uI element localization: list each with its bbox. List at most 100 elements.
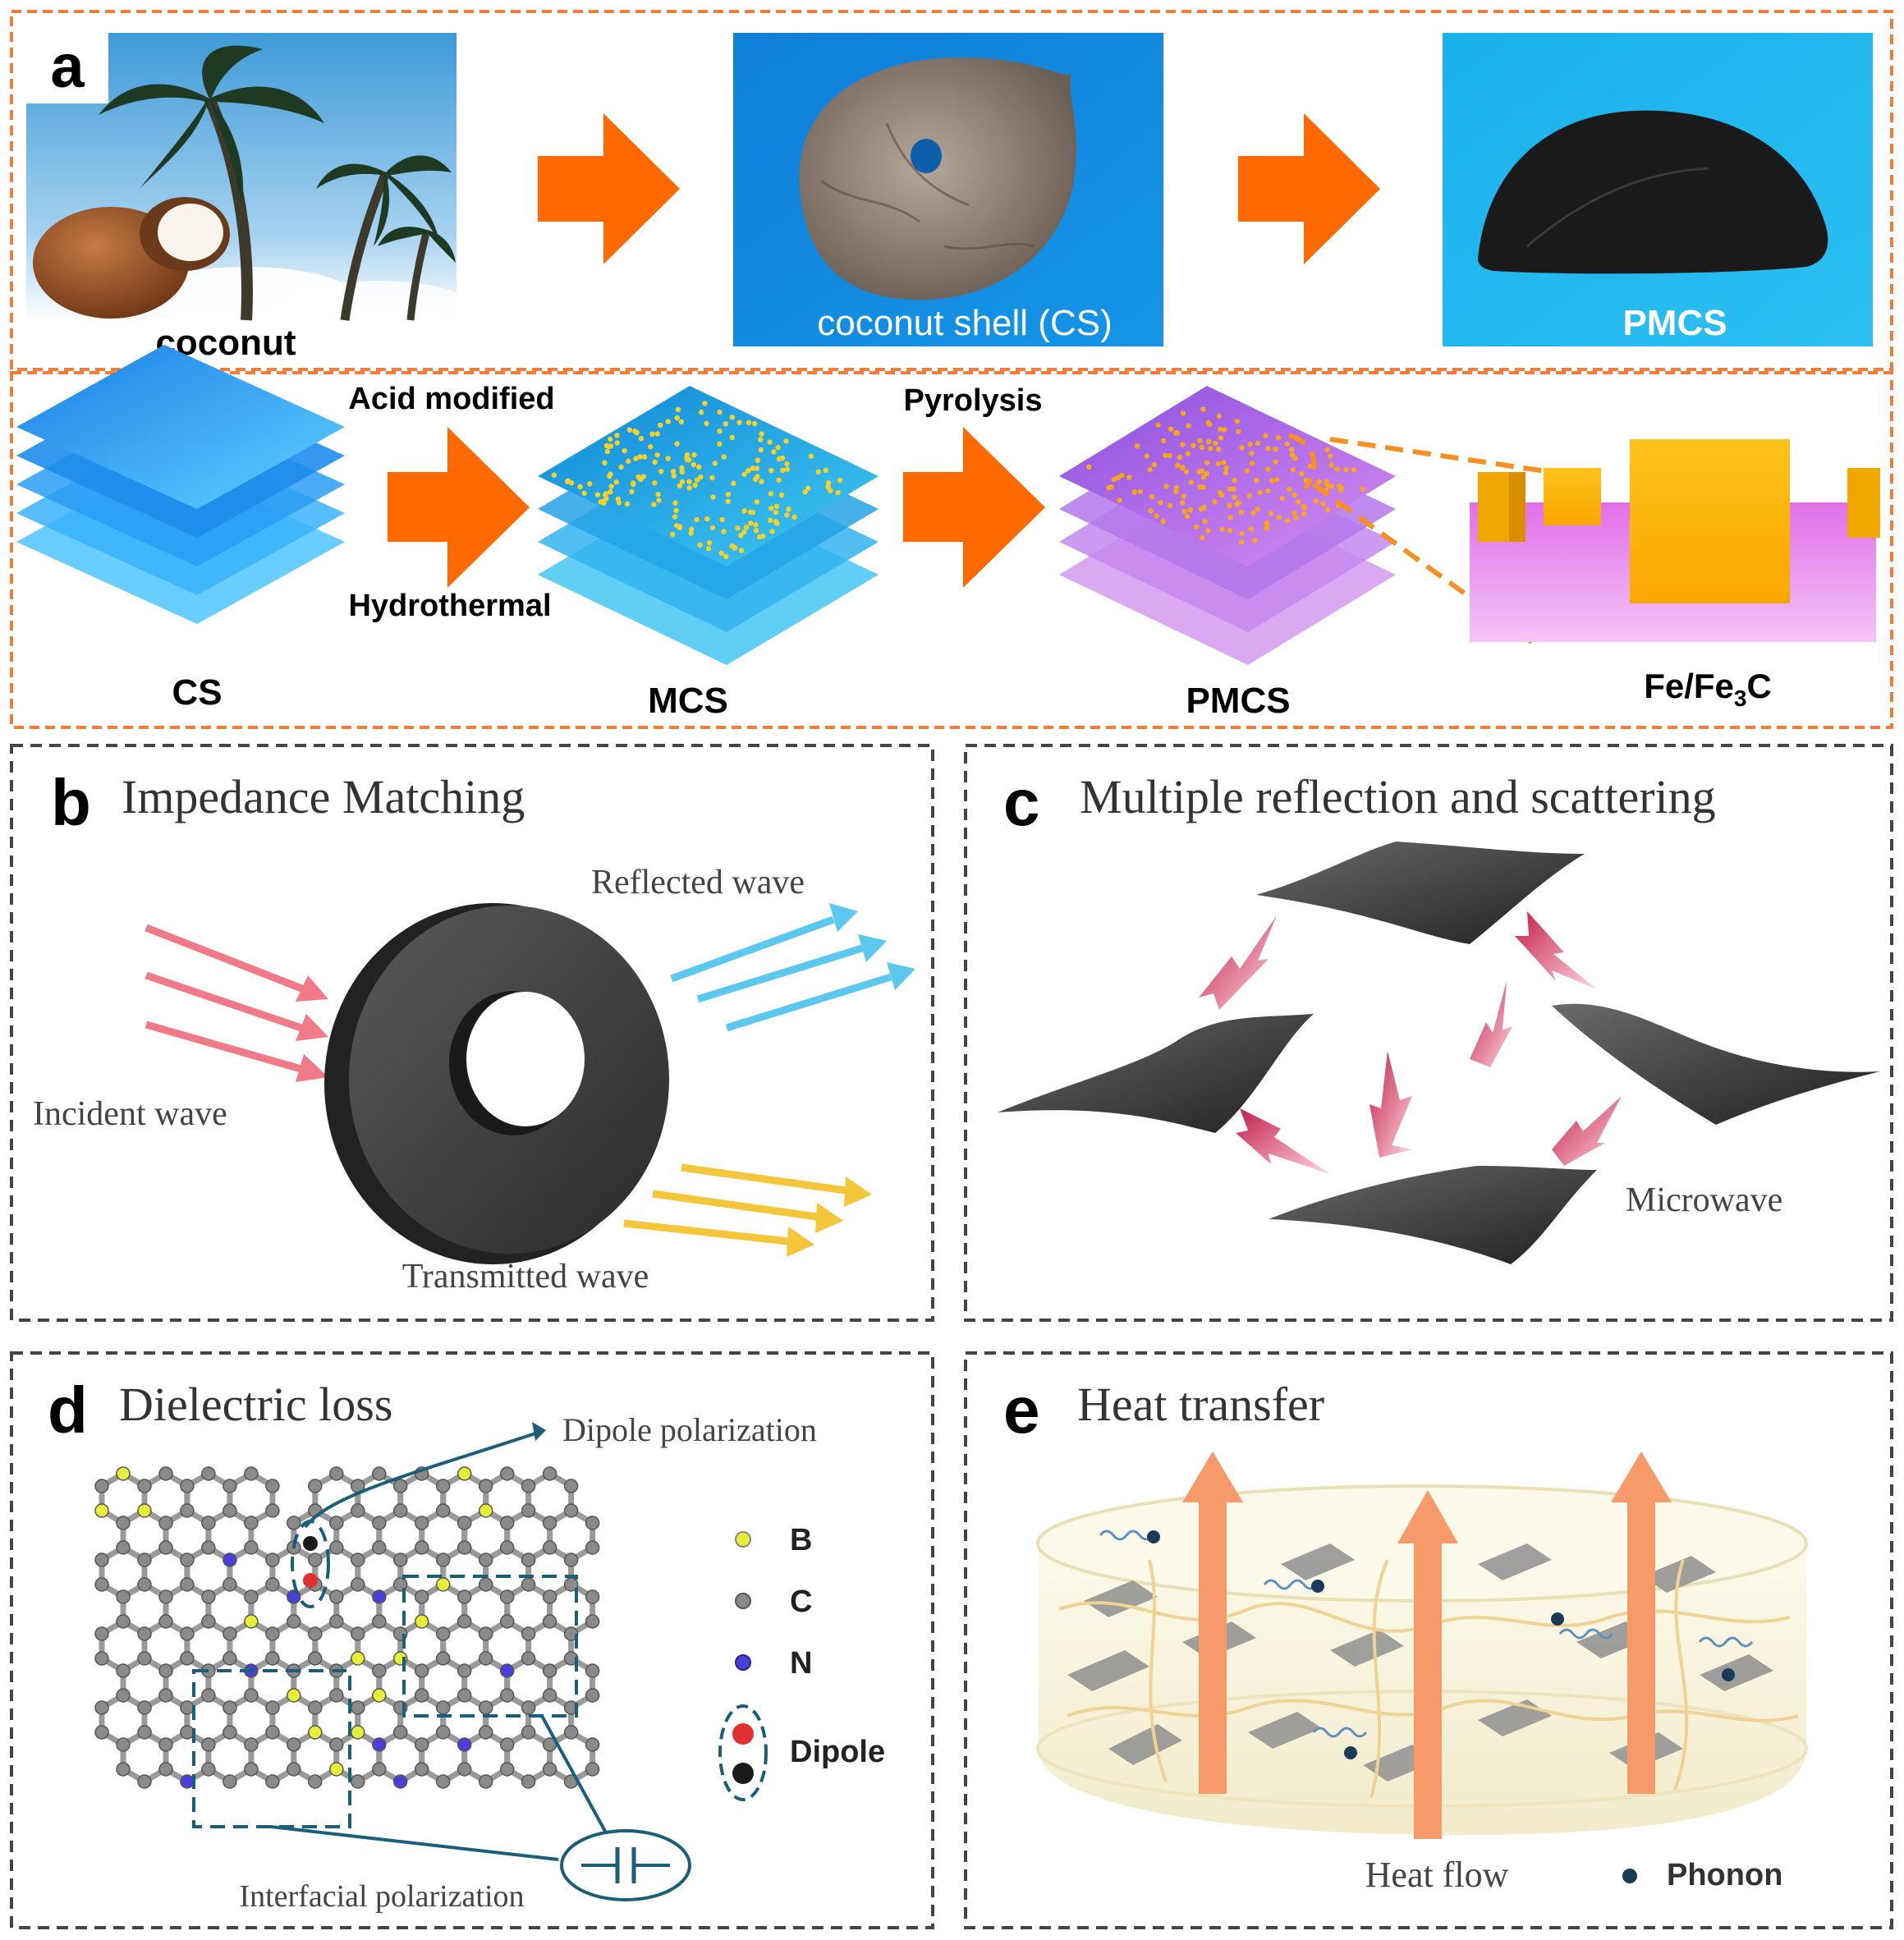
particle-dot (626, 427, 632, 433)
lattice-atom (308, 1700, 323, 1715)
panel-a-letter: a (50, 32, 85, 100)
lattice-hexagon (163, 1728, 212, 1786)
particle-dot (649, 431, 655, 437)
particle-dot (1327, 453, 1333, 459)
lattice-hexagon (248, 1728, 297, 1786)
particle-dot (1218, 493, 1225, 498)
particle-dot (729, 415, 735, 420)
particle-dot (748, 521, 754, 526)
heat-flow-label: Heat flow (1365, 1855, 1509, 1895)
particle-dot (1249, 461, 1255, 466)
lattice-atom (372, 1688, 387, 1703)
lattice-atom (457, 1688, 472, 1703)
particle-dot (1320, 501, 1326, 507)
transmitted-wave-arrows (623, 1163, 872, 1257)
particle-dot (1324, 479, 1330, 484)
lattice-atom (265, 1651, 280, 1666)
particle-dot (629, 488, 635, 495)
particle-dot (581, 490, 587, 496)
lattice-atom (414, 1737, 429, 1752)
particle-dot (1200, 475, 1207, 480)
particle-dot (690, 461, 696, 468)
lattice-atom (351, 1503, 365, 1518)
particle-dot (1106, 484, 1112, 491)
sheet-bottom (1269, 1166, 1597, 1264)
particle-dot (598, 499, 603, 505)
particle-dot (768, 491, 774, 497)
particle-dot (675, 406, 681, 413)
lattice-atom (585, 1589, 600, 1604)
lattice-atom (158, 1614, 173, 1629)
particle-dot (1221, 460, 1227, 466)
lattice-atom (499, 1516, 515, 1530)
bcn-lattice (94, 1466, 600, 1789)
panel-e-frame (964, 1351, 1893, 1929)
lattice-atom (372, 1737, 387, 1752)
legend-carbon-dot (735, 1593, 751, 1609)
particle-dot (738, 548, 745, 553)
particle-dot (626, 458, 631, 464)
lattice-atom (201, 1762, 216, 1777)
particle-dot (1299, 470, 1305, 477)
particle-dot (1257, 489, 1264, 496)
particle-dot (1337, 488, 1344, 493)
particle-dot (1289, 452, 1296, 458)
lattice-atom (542, 1589, 557, 1604)
particle-dot (1181, 493, 1186, 499)
lattice-atom (116, 1540, 131, 1555)
legend-n: N (790, 1646, 812, 1681)
lattice-atom (116, 1688, 131, 1703)
particle-dot (784, 512, 790, 518)
lattice-atom (329, 1516, 344, 1530)
particle-dot (1173, 485, 1180, 491)
lattice-atom (457, 1762, 472, 1777)
particle-dot (743, 525, 750, 530)
particle-dot (1273, 447, 1278, 452)
lattice-atom (244, 1540, 259, 1555)
particle-dot (606, 443, 612, 450)
particle-dot (672, 514, 678, 520)
lattice-atom (201, 1466, 216, 1481)
lattice-atom (457, 1589, 472, 1604)
lattice-atom (180, 1552, 195, 1567)
particle-dot (1163, 452, 1168, 458)
lattice-atom (223, 1626, 237, 1641)
particle-dot (677, 483, 682, 489)
panel-c-frame (964, 744, 1893, 1322)
lattice-atom (435, 1651, 451, 1666)
lattice-atom (265, 1577, 280, 1592)
particle-dot (603, 492, 608, 498)
lattice-atom (180, 1577, 195, 1592)
particle-dot (672, 500, 678, 506)
particle-dot (1188, 479, 1194, 485)
particle-dot (753, 522, 759, 528)
lattice-atom (116, 1589, 131, 1604)
particle-dot (717, 409, 723, 415)
particle-dot (712, 461, 718, 466)
lattice-atom (521, 1725, 536, 1740)
lattice-hexagon (205, 1728, 255, 1786)
bolt-5 (1236, 1108, 1330, 1174)
lattice-atom (158, 1516, 173, 1530)
particle-dot (1273, 459, 1278, 465)
particle-dot (1191, 443, 1196, 448)
particle-dot (732, 545, 738, 551)
lattice-atom (137, 1700, 152, 1715)
phonon-3 (1551, 1612, 1614, 1640)
lattice-atom (372, 1663, 387, 1678)
particle-dot (750, 466, 756, 471)
particle-dot (773, 509, 779, 516)
lattice-atom (521, 1774, 536, 1789)
lattice-atom (351, 1577, 365, 1592)
particle-dot (658, 422, 663, 428)
particle-dot (725, 492, 732, 498)
lattice-atom (542, 1614, 557, 1629)
particle-dot (1244, 468, 1250, 474)
lattice-atom (521, 1503, 536, 1518)
particle-dot (622, 447, 627, 454)
lattice-atom (94, 1552, 109, 1567)
lattice-atom (94, 1626, 109, 1641)
lattice-atom (265, 1700, 280, 1715)
particle-dot (768, 517, 773, 523)
particle-dot (776, 456, 782, 462)
